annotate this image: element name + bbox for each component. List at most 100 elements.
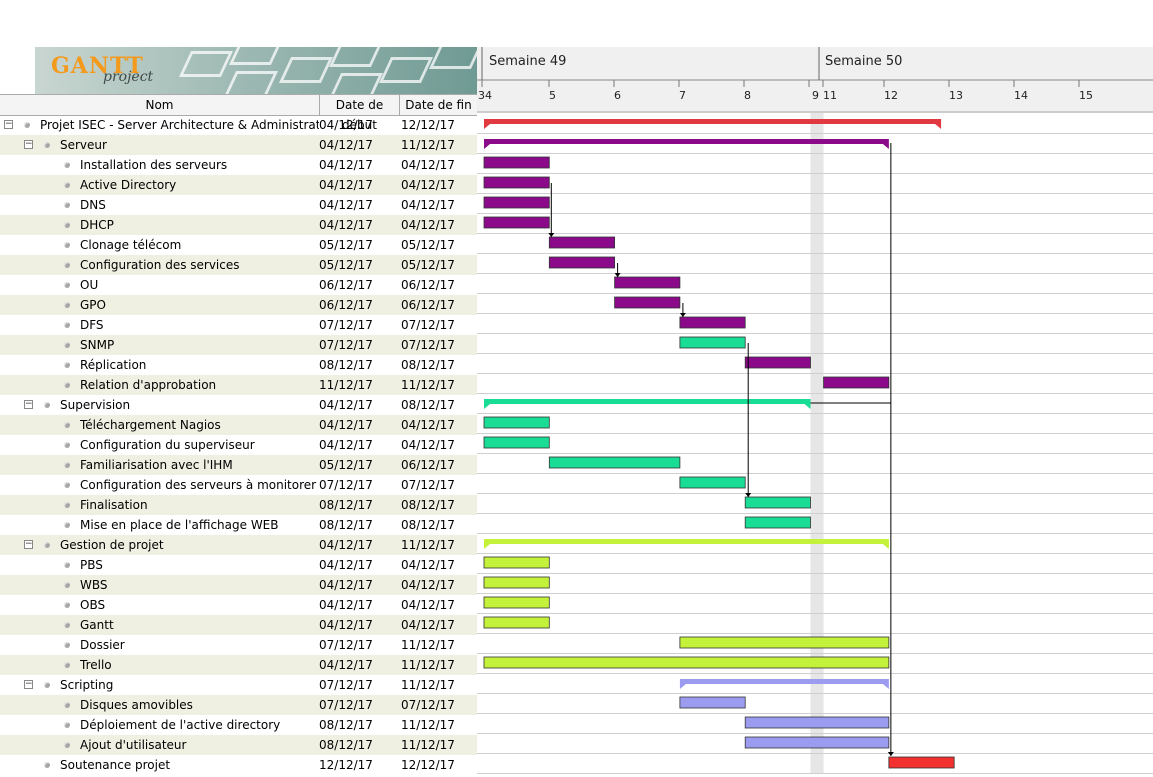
task-bar[interactable]	[823, 376, 890, 389]
collapse-toggle-icon[interactable]: −	[24, 679, 33, 689]
day-label: 7	[679, 89, 686, 102]
task-bar[interactable]	[483, 196, 550, 209]
task-bullet-icon	[64, 322, 70, 328]
task-bar[interactable]	[483, 176, 550, 189]
task-bullet-icon	[44, 542, 50, 548]
task-bar[interactable]	[888, 756, 955, 769]
task-start-date: 07/12/17	[319, 678, 373, 692]
task-end-date: 11/12/17	[401, 638, 455, 652]
collapse-toggle-icon[interactable]: −	[24, 139, 33, 149]
task-name: Soutenance projet	[60, 758, 171, 772]
task-bullet-icon	[64, 422, 70, 428]
task-name: DNS	[80, 198, 106, 212]
task-bar[interactable]	[483, 156, 550, 169]
task-name: DFS	[80, 318, 104, 332]
task-end-date: 07/12/17	[401, 338, 455, 352]
task-end-date: 04/12/17	[401, 598, 455, 612]
task-bullet-icon	[44, 142, 50, 148]
task-bar[interactable]	[744, 516, 811, 529]
column-header-name[interactable]: Nom	[0, 95, 320, 115]
task-bar[interactable]	[679, 636, 890, 649]
task-bar[interactable]	[614, 276, 681, 289]
task-name: Serveur	[60, 138, 107, 152]
timeline-scale	[477, 47, 1153, 113]
task-bar[interactable]	[483, 656, 890, 669]
collapse-toggle-icon[interactable]: −	[24, 539, 33, 549]
summary-bar-cap	[935, 124, 942, 129]
task-bar[interactable]	[548, 236, 616, 249]
task-bar[interactable]	[548, 256, 616, 269]
task-bullet-icon	[64, 282, 70, 288]
day-label: 14	[1014, 89, 1028, 102]
collapse-toggle-icon[interactable]: −	[4, 119, 13, 129]
task-bar[interactable]	[483, 436, 550, 449]
task-bar[interactable]	[679, 336, 746, 349]
task-bar[interactable]	[483, 616, 550, 629]
task-bar[interactable]	[744, 736, 890, 749]
task-bar[interactable]	[744, 496, 811, 509]
task-bullet-icon	[64, 722, 70, 728]
task-bar[interactable]	[483, 576, 550, 589]
task-bullet-icon	[64, 582, 70, 588]
column-header-end[interactable]: Date de fin	[405, 98, 472, 112]
column-header-start[interactable]: Date de début	[320, 95, 400, 132]
task-bar[interactable]	[744, 356, 811, 369]
task-bar[interactable]	[679, 696, 746, 709]
task-start-date: 04/12/17	[319, 418, 373, 432]
task-bar[interactable]	[483, 596, 550, 609]
task-bar[interactable]	[483, 416, 550, 429]
task-name: Familiarisation avec l'IHM	[80, 458, 233, 472]
task-end-date: 06/12/17	[401, 458, 455, 472]
summary-bar	[484, 119, 942, 124]
task-bar[interactable]	[548, 456, 681, 469]
collapse-toggle-icon[interactable]: −	[24, 399, 33, 409]
summary-bar-cap	[882, 684, 889, 689]
task-end-date: 04/12/17	[401, 418, 455, 432]
task-name: Clonage télécom	[80, 238, 182, 252]
task-end-date: 08/12/17	[401, 518, 455, 532]
task-bar[interactable]	[483, 556, 550, 569]
logo-brand-text: GANTT	[51, 53, 144, 79]
task-bar[interactable]	[744, 716, 890, 729]
task-bar[interactable]	[483, 216, 550, 229]
task-bar[interactable]	[614, 296, 681, 309]
task-bar[interactable]	[679, 316, 746, 329]
task-bar[interactable]	[679, 476, 746, 489]
task-row[interactable]: −Projet ISEC - Server Architecture & Adm…	[0, 115, 477, 135]
summary-bar-cap	[484, 124, 490, 129]
task-start-date: 04/12/17	[319, 158, 373, 172]
